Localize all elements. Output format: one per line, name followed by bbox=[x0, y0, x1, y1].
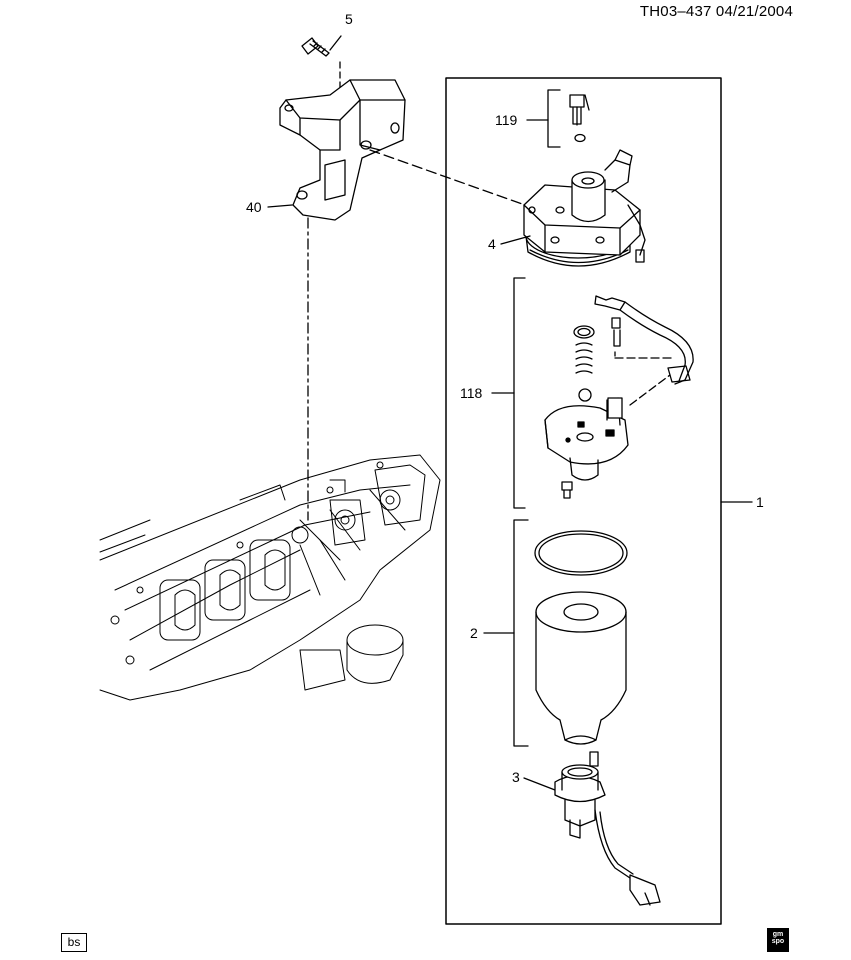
filter-element-icon bbox=[534, 530, 628, 745]
bleed-screw-icon bbox=[569, 94, 590, 143]
spo-logo-text: spo bbox=[771, 938, 785, 945]
bolt-icon bbox=[301, 35, 342, 57]
callout-119: 119 bbox=[495, 112, 518, 128]
engine-block-icon bbox=[99, 454, 441, 701]
drawing-reference: TH03–437 04/21/2004 bbox=[639, 3, 793, 20]
callout-4: 4 bbox=[488, 236, 496, 252]
fuel-heater-icon bbox=[545, 295, 694, 499]
water-sensor-icon bbox=[554, 751, 661, 906]
filter-head-icon bbox=[500, 149, 646, 267]
callout-5: 5 bbox=[345, 11, 353, 27]
assembly-frame bbox=[445, 77, 722, 925]
bs-badge: bs bbox=[61, 933, 87, 952]
bracket-icon bbox=[267, 79, 406, 221]
callout-2: 2 bbox=[470, 625, 478, 641]
callout-40: 40 bbox=[246, 199, 262, 215]
callout-1: 1 bbox=[756, 494, 764, 510]
callout-3: 3 bbox=[512, 769, 520, 785]
callout-118: 118 bbox=[460, 385, 483, 401]
gm-spo-logo-icon: gm spo bbox=[767, 928, 789, 952]
gm-logo-text: gm bbox=[772, 931, 784, 938]
